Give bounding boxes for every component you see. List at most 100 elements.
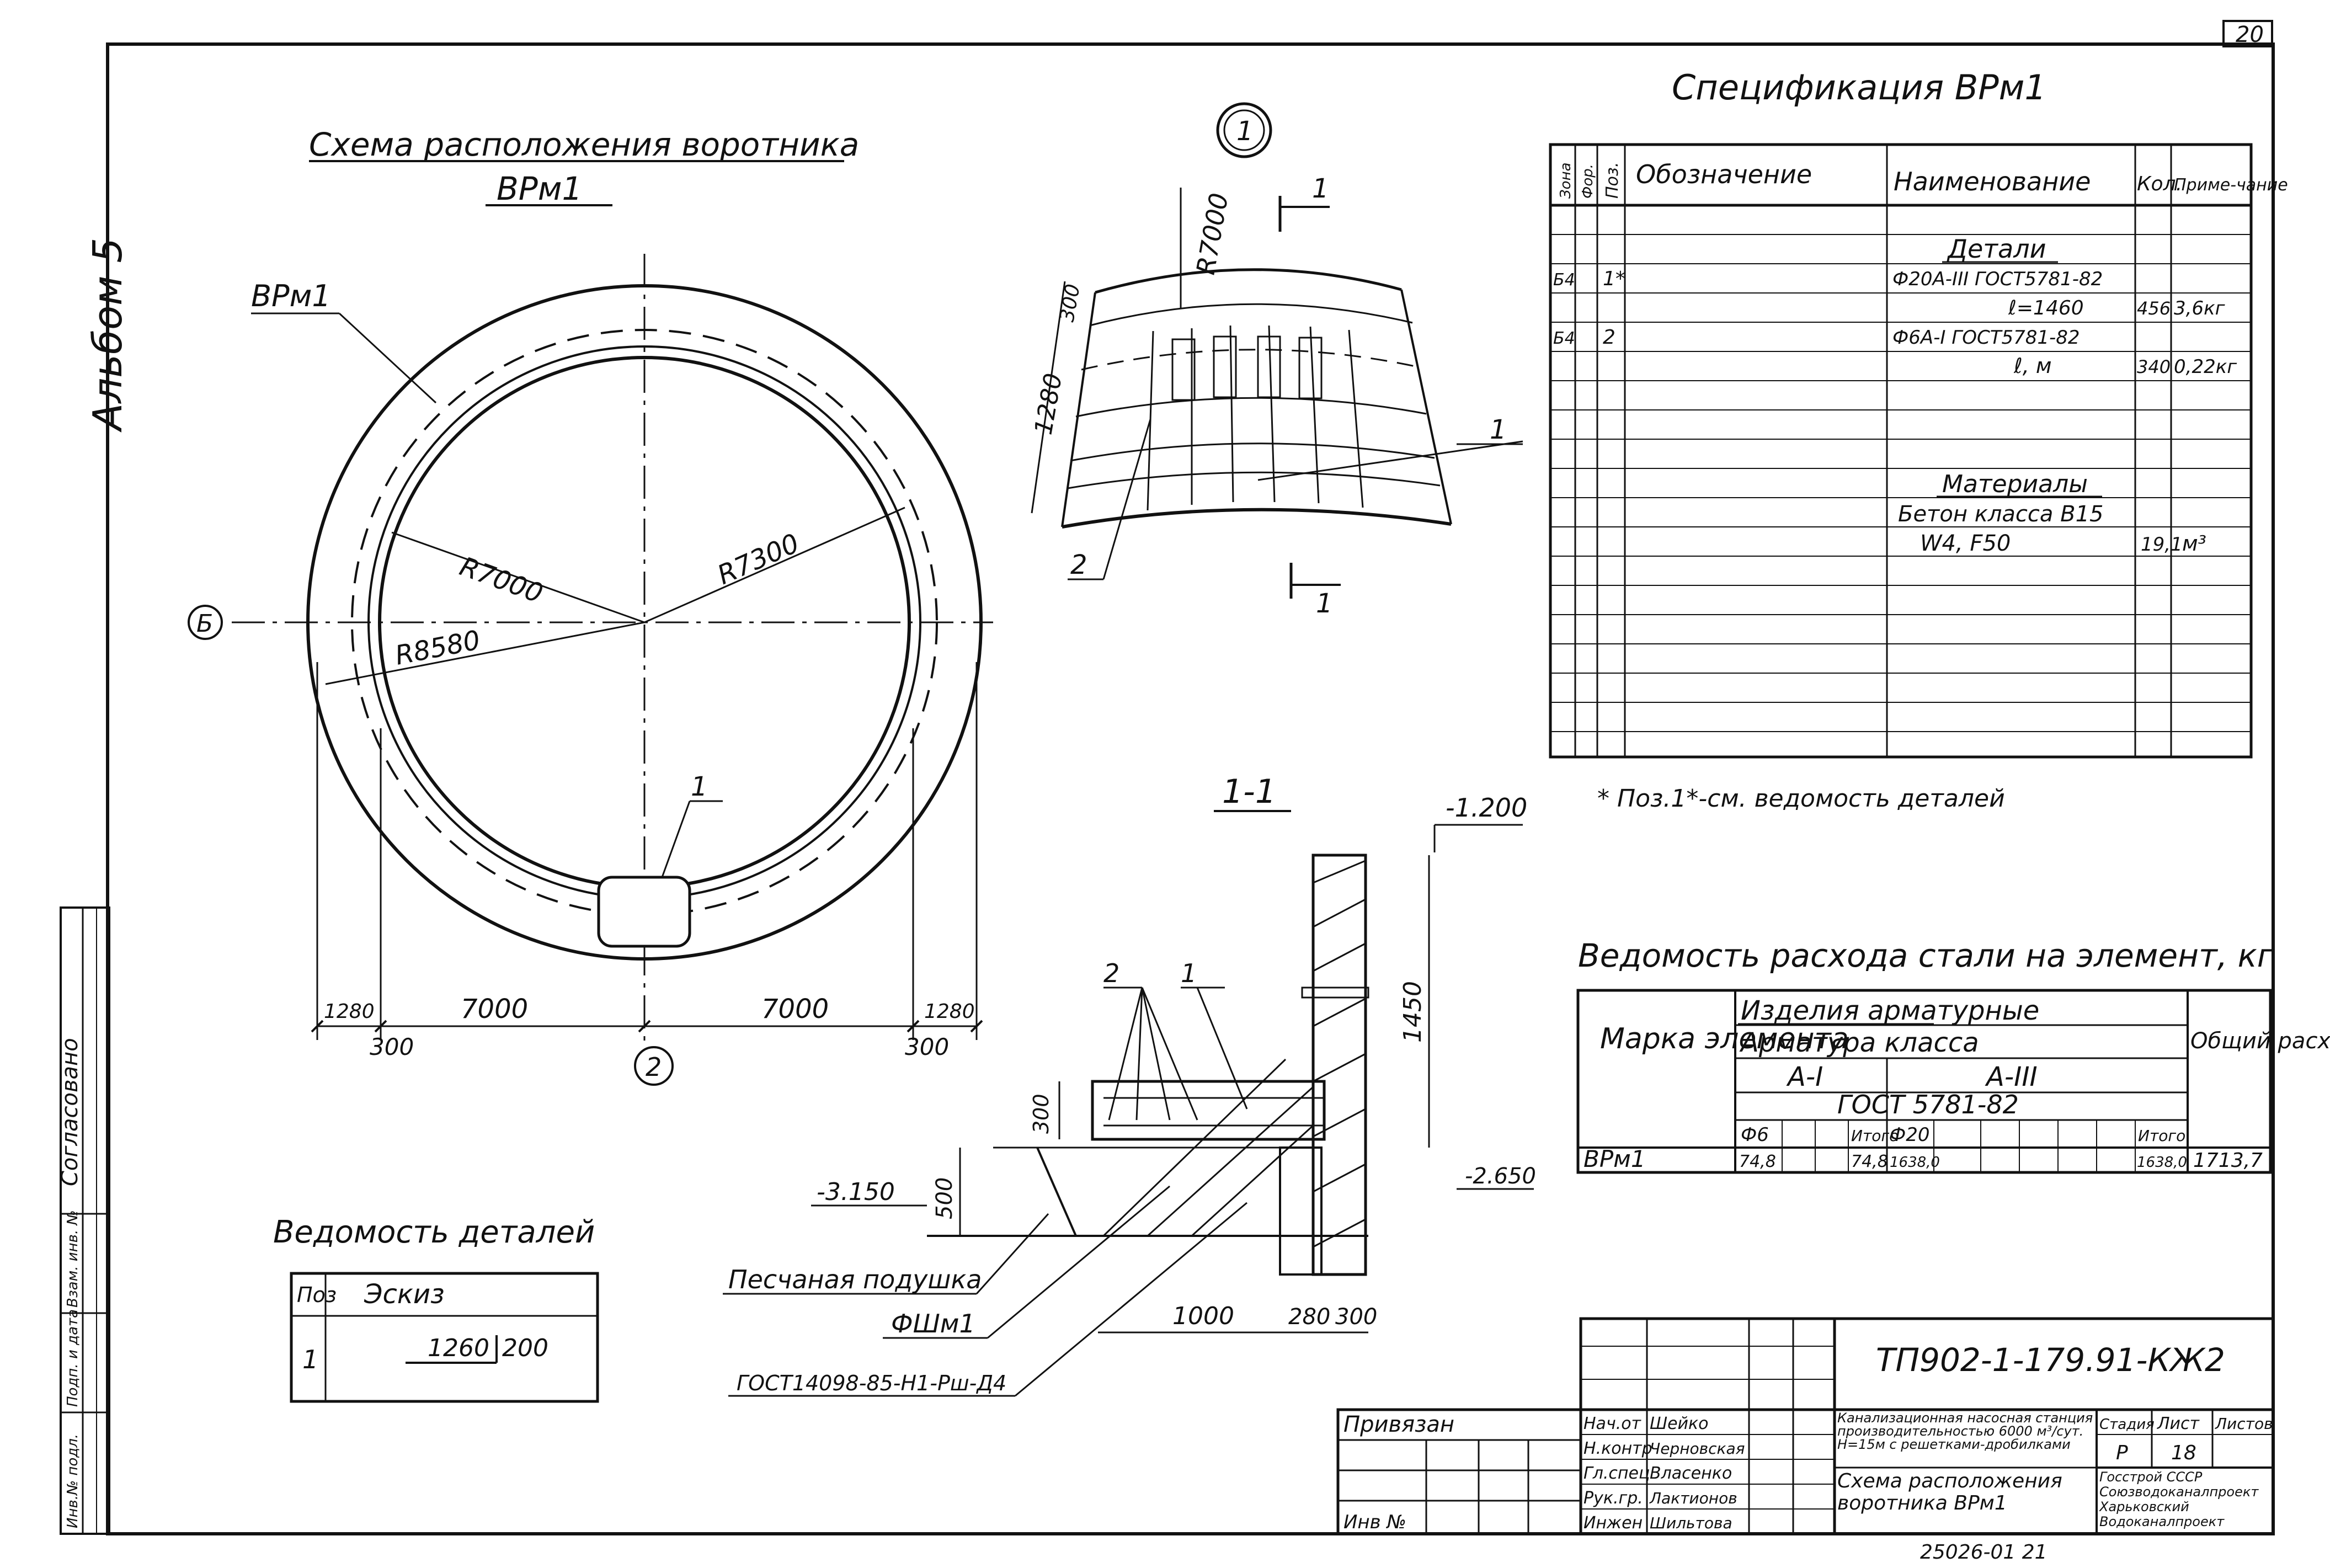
axis-b-label: Б bbox=[196, 610, 213, 638]
side-approved: Согласовано bbox=[57, 1038, 83, 1186]
rebar-slot bbox=[1298, 337, 1323, 399]
leader bbox=[1108, 987, 1143, 1121]
label-r8580: R8580 bbox=[393, 625, 483, 671]
steel-row-total2: 1638,0 bbox=[2137, 1154, 2187, 1171]
spec-h-note: Приме-чание bbox=[2174, 175, 2288, 195]
dim-tick bbox=[970, 1020, 983, 1033]
spec-row-name: Ф20А-III ГОСТ5781-82 bbox=[1892, 268, 2103, 290]
collar-cross-section bbox=[1091, 1080, 1326, 1141]
spec-row-pos: 1* bbox=[1603, 268, 1625, 290]
tb-stage-header: Стадия bbox=[2099, 1416, 2155, 1433]
tb-role: Нач.от bbox=[1583, 1414, 1642, 1433]
spec-title: Спецификация ВРм1 bbox=[1672, 67, 2046, 108]
steel-table bbox=[1576, 989, 2272, 1174]
dim-300b: 300 bbox=[1335, 1304, 1377, 1330]
tb-code: ТП902-1-179.91-КЖ2 bbox=[1876, 1341, 2225, 1379]
radial-bar bbox=[1348, 329, 1364, 508]
radius-line-r7300 bbox=[644, 506, 905, 623]
detail-segment bbox=[1061, 268, 1452, 529]
steel-row-total1: 74,8 bbox=[1851, 1152, 1888, 1171]
axis-2-marker bbox=[634, 1046, 674, 1086]
dim-right-1280: 1280 bbox=[924, 1000, 975, 1023]
plan-title: Схема расположения воротника bbox=[309, 126, 859, 163]
steel-group-header: Изделия арматурные bbox=[1741, 995, 2039, 1026]
steel-col-total1: Итого bbox=[1851, 1127, 1899, 1145]
dim-300: 300 bbox=[1029, 1094, 1053, 1134]
tb-stage: Р bbox=[2116, 1442, 2128, 1464]
section-title: 1-1 bbox=[1222, 772, 1276, 811]
axis-b-marker bbox=[188, 605, 223, 640]
hatch bbox=[1313, 1053, 1366, 1082]
detail-callout-label: 1 bbox=[1236, 116, 1254, 147]
spec-h-designation: Обозначение bbox=[1636, 159, 1812, 189]
segment-arc-4 bbox=[1070, 442, 1435, 462]
hatch bbox=[1313, 860, 1366, 884]
tb-role: Н.контр bbox=[1583, 1439, 1652, 1458]
detail-dim-300: 300 bbox=[1055, 282, 1084, 324]
block-pos-label: 1 bbox=[691, 771, 708, 802]
plan-subtitle: ВРм1 bbox=[497, 170, 582, 207]
steel-row-mark: ВРм1 bbox=[1583, 1145, 1646, 1172]
spec-h-zone: Зона bbox=[1558, 162, 1574, 199]
gost-label: ГОСТ14098-85-Н1-Рш-Д4 bbox=[737, 1371, 1006, 1395]
steel-class-a3: А-III bbox=[1985, 1062, 2038, 1092]
tb-role: Инжен bbox=[1583, 1513, 1643, 1533]
details-frame bbox=[290, 1272, 599, 1403]
spec-row-note: 0,22кг bbox=[2174, 356, 2237, 378]
block-leader bbox=[661, 801, 691, 878]
segment-arc-2 bbox=[1089, 303, 1413, 327]
steel-row-f6: 74,8 bbox=[1739, 1152, 1776, 1171]
tb-name: Шильтова bbox=[1650, 1514, 1732, 1532]
spec-row-format: Б4 bbox=[1553, 329, 1575, 348]
radius-line-r8580 bbox=[325, 621, 645, 685]
steel-gost: ГОСТ 5781-82 bbox=[1837, 1090, 2019, 1119]
radius-line-r7000 bbox=[391, 531, 645, 623]
steel-title: Ведомость расхода стали на элемент, кг bbox=[1578, 937, 2274, 974]
segment-edge-left bbox=[1061, 292, 1096, 527]
album-label: Альбом 5 bbox=[84, 238, 131, 433]
axis-2-label: 2 bbox=[646, 1052, 662, 1082]
spec-row-format: Б4 bbox=[1553, 270, 1575, 290]
dim-tick bbox=[311, 1020, 324, 1033]
page-number-box bbox=[2222, 20, 2273, 47]
bottom-number: 25026-01 21 bbox=[1920, 1541, 2048, 1564]
cut-label-top: 1 bbox=[1312, 173, 1329, 204]
leader bbox=[1196, 987, 1248, 1110]
dim-tick bbox=[907, 1020, 920, 1033]
dim-left-300: 300 bbox=[370, 1033, 414, 1060]
detail-leader-1 bbox=[1257, 440, 1523, 481]
segment-arc-5 bbox=[1067, 471, 1441, 489]
section-leader-1: 1 bbox=[1181, 958, 1197, 988]
side-sign-date: Подп. и дата bbox=[65, 1309, 81, 1407]
detail-leader-2-label: 2 bbox=[1070, 550, 1087, 580]
details-row-pos: 1 bbox=[302, 1345, 318, 1374]
tb-sheet-title: Схема расположения воротника ВРм1 bbox=[1837, 1470, 2062, 1514]
segment-arc-inner bbox=[1062, 508, 1452, 529]
hatch bbox=[1313, 998, 1366, 1027]
dim-1000: 1000 bbox=[1172, 1302, 1234, 1330]
elev-bottom: -3.150 bbox=[817, 1178, 895, 1206]
steel-mark-h1: Марка элемента bbox=[1600, 1022, 1849, 1055]
fsh-leader bbox=[987, 1185, 1170, 1339]
cut-label-bottom: 1 bbox=[1316, 588, 1333, 619]
hatch bbox=[1313, 942, 1366, 972]
elev-mid: -2.650 bbox=[1465, 1164, 1536, 1189]
dim-280: 280 bbox=[1288, 1304, 1330, 1330]
slope-hatch bbox=[1191, 1124, 1314, 1237]
tb-sheet-no: 18 bbox=[2171, 1442, 2196, 1464]
dim-1450: 1450 bbox=[1399, 981, 1427, 1043]
steel-class-header: Арматура класса bbox=[1739, 1027, 1979, 1058]
spec-h-name: Наименование bbox=[1894, 167, 2091, 196]
sheet-frame bbox=[106, 42, 2275, 1535]
label-r7000: R7000 bbox=[456, 551, 547, 610]
side-stamp bbox=[60, 906, 110, 1535]
section-drawing bbox=[927, 854, 1369, 1276]
spec-row-qty: 340 bbox=[2137, 356, 2171, 377]
leader bbox=[1135, 987, 1143, 1121]
spec-row-pos: 2 bbox=[1603, 326, 1615, 349]
spec-row-note: м³ bbox=[2182, 531, 2206, 556]
tb-org-box: Госстрой СССР Союзводоканалпроект Харько… bbox=[2099, 1470, 2258, 1529]
dim-tick bbox=[638, 1020, 651, 1033]
detail-callout-outer bbox=[1216, 102, 1272, 158]
label-r7300: R7300 bbox=[713, 528, 804, 591]
